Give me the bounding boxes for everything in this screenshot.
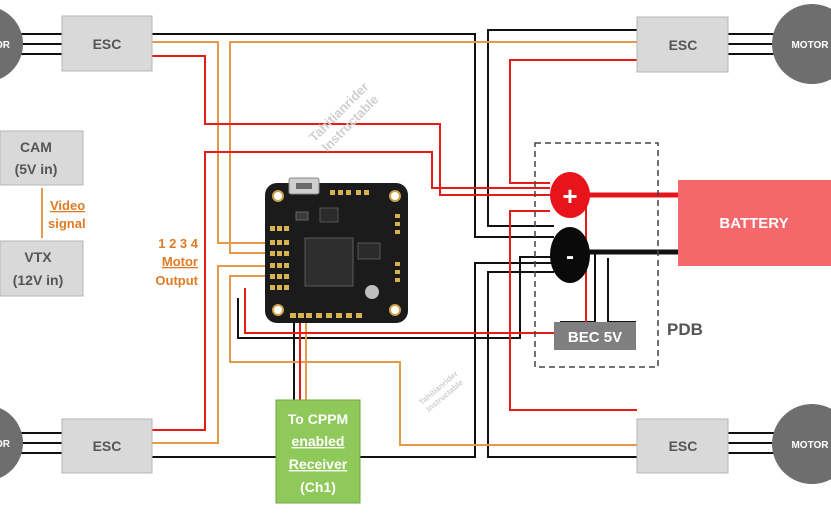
minus-sign: - xyxy=(566,243,574,270)
receiver-line4: (Ch1) xyxy=(300,479,336,495)
motor-output-label: Motor xyxy=(162,254,198,269)
receiver-line3: Receiver xyxy=(289,456,348,472)
wires xyxy=(20,29,775,458)
orange-wires xyxy=(41,41,637,446)
receiver-line1: To CPPM xyxy=(288,411,348,427)
motor-bottom-right: MOTOR xyxy=(772,404,831,484)
motor-bottom-left: OR xyxy=(0,408,23,478)
motor-top-right: MOTOR xyxy=(772,4,831,84)
pdb-positive-terminal: + xyxy=(550,172,590,218)
video-signal-label-1: Video xyxy=(50,198,85,213)
cam-title: CAM xyxy=(20,139,52,155)
bec-label: BEC 5V xyxy=(568,329,622,346)
motor-label: MOTOR xyxy=(791,440,829,451)
pdb-outline xyxy=(534,142,659,368)
esc-bottom-left: ESC xyxy=(61,418,153,474)
watermark-bottom: Tahitianrider Instructable xyxy=(417,369,465,414)
motor-output-numbers: 1 2 3 4 xyxy=(158,236,199,251)
vtx-box: VTX (12V in) xyxy=(0,240,84,297)
esc-bottom-right: ESC xyxy=(636,418,729,474)
battery-box: BATTERY xyxy=(678,180,831,266)
esc-top-left: ESC xyxy=(61,15,153,72)
motor-leads xyxy=(20,33,775,454)
receiver-line2: enabled xyxy=(292,433,345,449)
esc-label: ESC xyxy=(669,438,698,454)
esc-label: ESC xyxy=(93,36,122,52)
motor-output-label-2: Output xyxy=(155,273,198,288)
esc-top-right: ESC xyxy=(636,16,729,73)
pdb-label: PDB xyxy=(667,320,703,339)
watermark-top: Tahitianrider Instructable xyxy=(306,79,381,154)
motor-top-left: OR xyxy=(0,9,23,79)
esc-label: ESC xyxy=(93,438,122,454)
video-signal-label-2: signal xyxy=(48,216,86,231)
plus-sign: + xyxy=(562,181,577,211)
battery-label: BATTERY xyxy=(719,215,788,232)
pdb-negative-terminal: - xyxy=(550,227,590,283)
motor-label: OR xyxy=(0,40,11,51)
cam-box: CAM (5V in) xyxy=(0,130,84,186)
bec-5v: BEC 5V xyxy=(554,322,636,350)
motor-label: OR xyxy=(0,439,11,450)
mcu-chip xyxy=(304,237,354,287)
cam-voltage: (5V in) xyxy=(15,161,58,177)
motor-label: MOTOR xyxy=(791,40,829,51)
receiver-box: To CPPM enabled Receiver (Ch1) xyxy=(275,399,361,504)
vtx-title: VTX xyxy=(24,249,52,265)
flight-controller-board xyxy=(265,177,408,323)
red-wires xyxy=(152,55,637,431)
esc-label: ESC xyxy=(669,37,698,53)
vtx-voltage: (12V in) xyxy=(13,272,64,288)
